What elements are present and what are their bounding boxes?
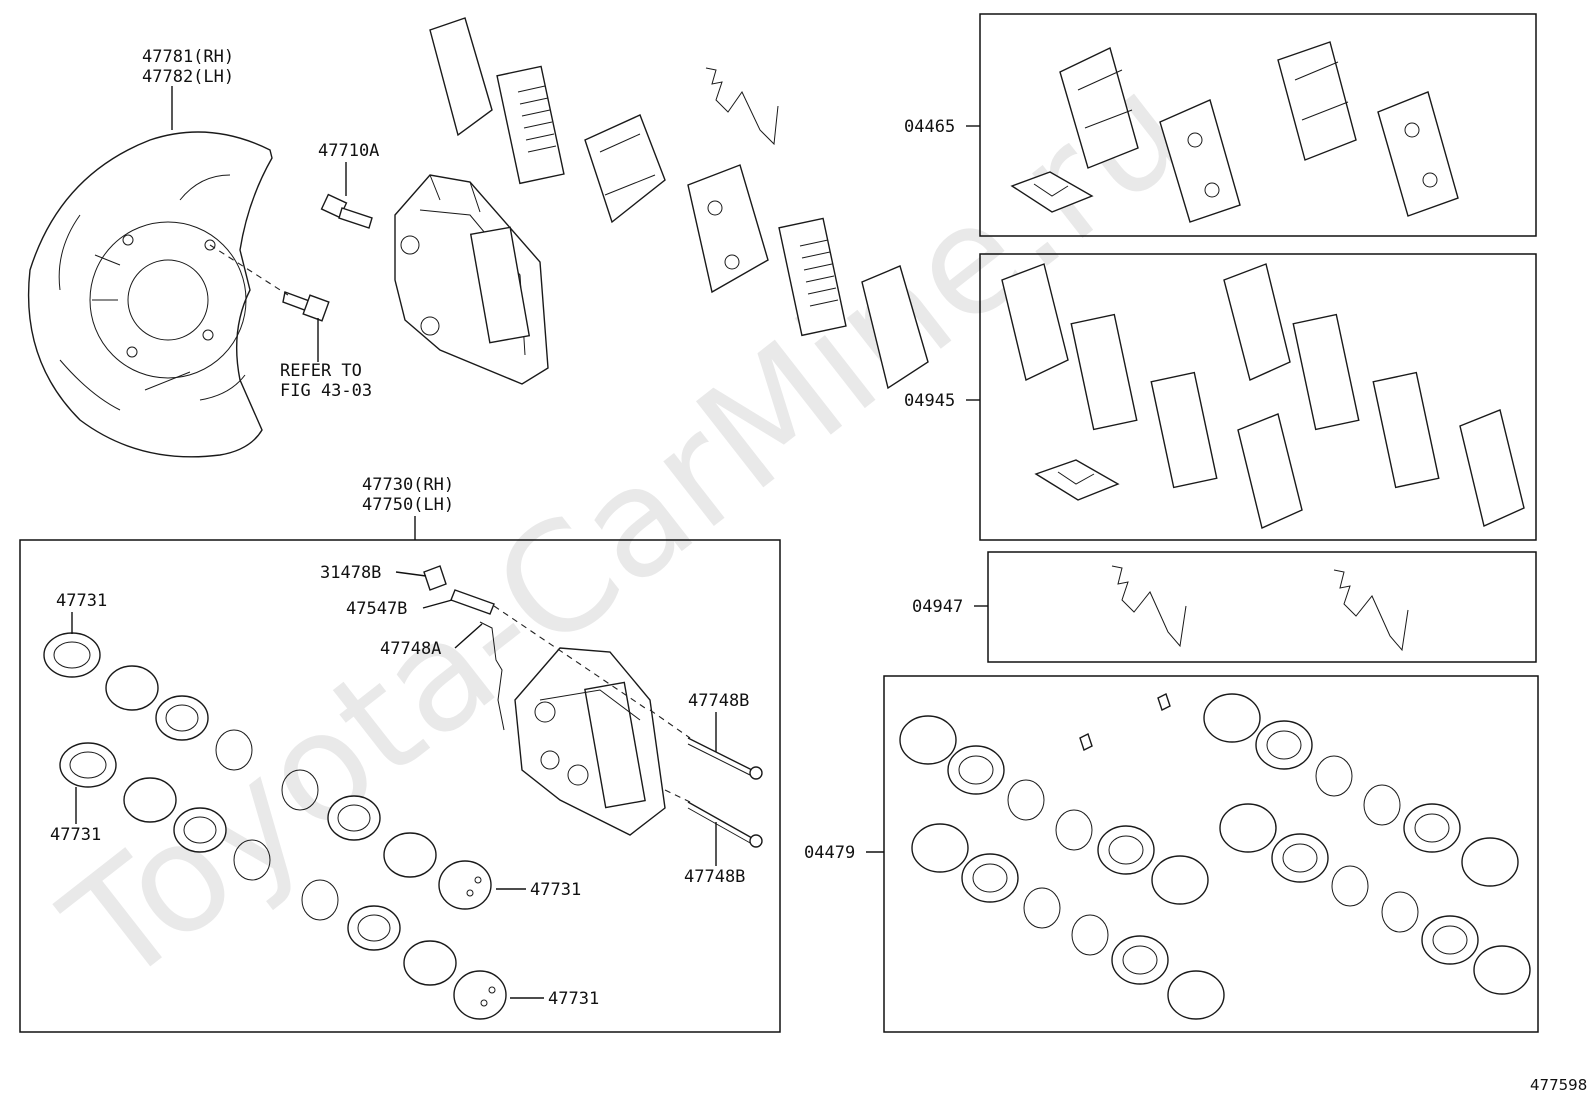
kit-pads-contents (1010, 41, 1459, 223)
label-shield-lh: 47782(LH) (142, 67, 234, 87)
kit-box-pads (979, 13, 1537, 237)
label-piston-c: 47731 (530, 880, 581, 900)
label-bleeder: 47547B (346, 599, 407, 619)
caliper-body-upper (394, 174, 549, 385)
label-pin-bottom: 47748B (684, 867, 745, 887)
caliper-assembly-box (19, 539, 781, 1033)
upper-pad-row (429, 17, 929, 390)
pistons-and-seals (43, 632, 507, 1020)
leader-lines (71, 86, 988, 999)
kit-box-shims (979, 253, 1537, 541)
label-pin-top: 47748B (688, 691, 749, 711)
label-refer-2: FIG 43-03 (280, 381, 372, 401)
label-piston-d: 47731 (548, 989, 599, 1009)
label-kit-springs: 04947 (912, 597, 963, 617)
bleeder-screw (450, 589, 495, 615)
label-caliper-lh: 47750(LH) (362, 495, 454, 515)
diagram-id: 477598 (1530, 1076, 1587, 1094)
kit-springs-contents (1111, 565, 1409, 652)
label-piston-b: 47731 (50, 825, 101, 845)
kit-seals-contents (899, 693, 1531, 1020)
label-kit-pads: 04465 (904, 117, 955, 137)
label-cap: 31478B (320, 563, 381, 583)
caliper-bolt (320, 193, 373, 229)
kit-box-springs (987, 551, 1537, 663)
label-refer-1: REFER TO (280, 361, 362, 381)
dust-shield (27, 131, 273, 458)
guide-pins (687, 737, 763, 848)
label-caliper-rh: 47730(RH) (362, 475, 454, 495)
kit-shims-contents (1001, 263, 1525, 529)
label-kit-shims: 04945 (904, 391, 955, 411)
label-bolt: 47710A (318, 141, 379, 161)
label-piston-a: 47731 (56, 591, 107, 611)
label-shield-rh: 47781(RH) (142, 47, 234, 67)
kit-box-seals (883, 675, 1539, 1033)
label-clip: 47748A (380, 639, 441, 659)
caliper-body-lower (514, 647, 666, 836)
anti-rattle-clip (479, 621, 505, 731)
bleeder-cap (423, 565, 447, 591)
shield-bolt (282, 291, 330, 322)
label-kit-seals: 04479 (804, 843, 855, 863)
